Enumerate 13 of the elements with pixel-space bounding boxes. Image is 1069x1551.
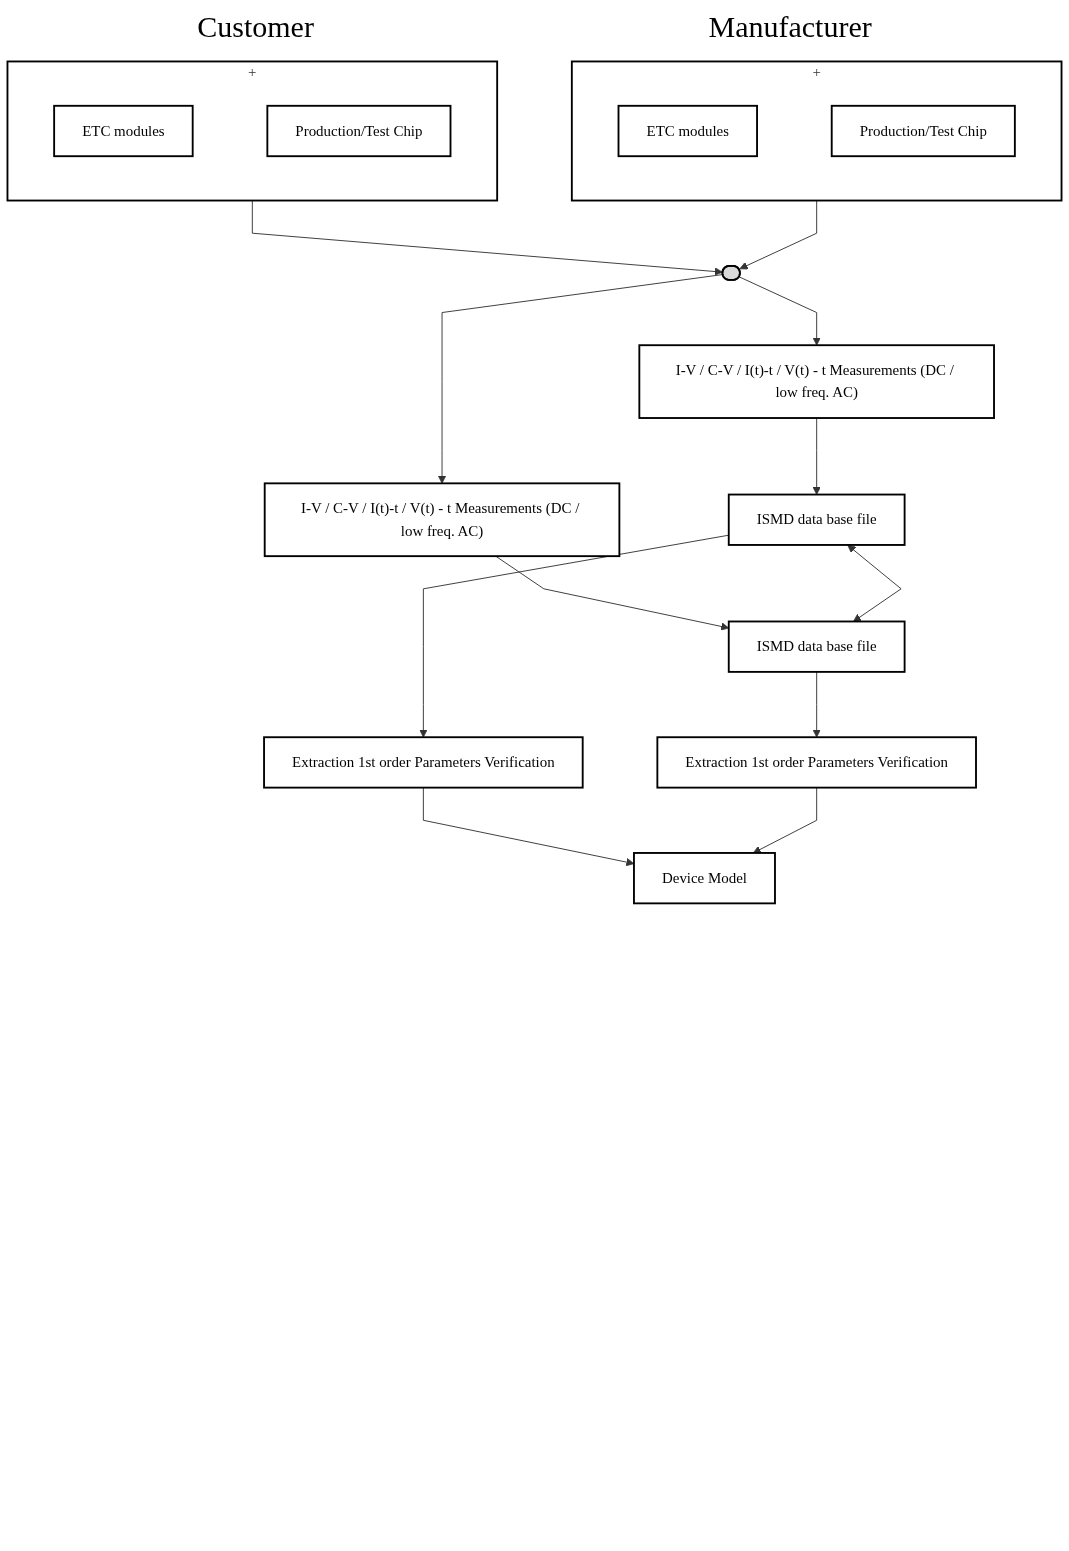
node-box: Extraction 1st order Parameters Verification — [263, 736, 584, 789]
column-heading: Customer — [197, 10, 314, 44]
node-box: ISMD data base file — [727, 620, 906, 673]
node-box: ETC modules — [53, 104, 194, 158]
node-box: Production/Test Chip — [830, 104, 1016, 158]
node-box: Production/Test Chip — [266, 104, 452, 158]
node-box: ETC modules — [617, 104, 758, 158]
node-box: Device Model — [633, 852, 776, 905]
node-box: I-V / C-V / I(t)-t / V(t) - t Measurements (DC / low freq. AC) — [263, 482, 621, 558]
node-box: Extraction 1st order Parameters Verification — [656, 736, 977, 789]
node-box: ISMD data base file — [727, 493, 906, 546]
column-heading: Manufacturer — [708, 10, 872, 44]
node-box: I-V / C-V / I(t)-t / V(t) - t Measurements (DC / low freq. AC) — [638, 344, 995, 419]
